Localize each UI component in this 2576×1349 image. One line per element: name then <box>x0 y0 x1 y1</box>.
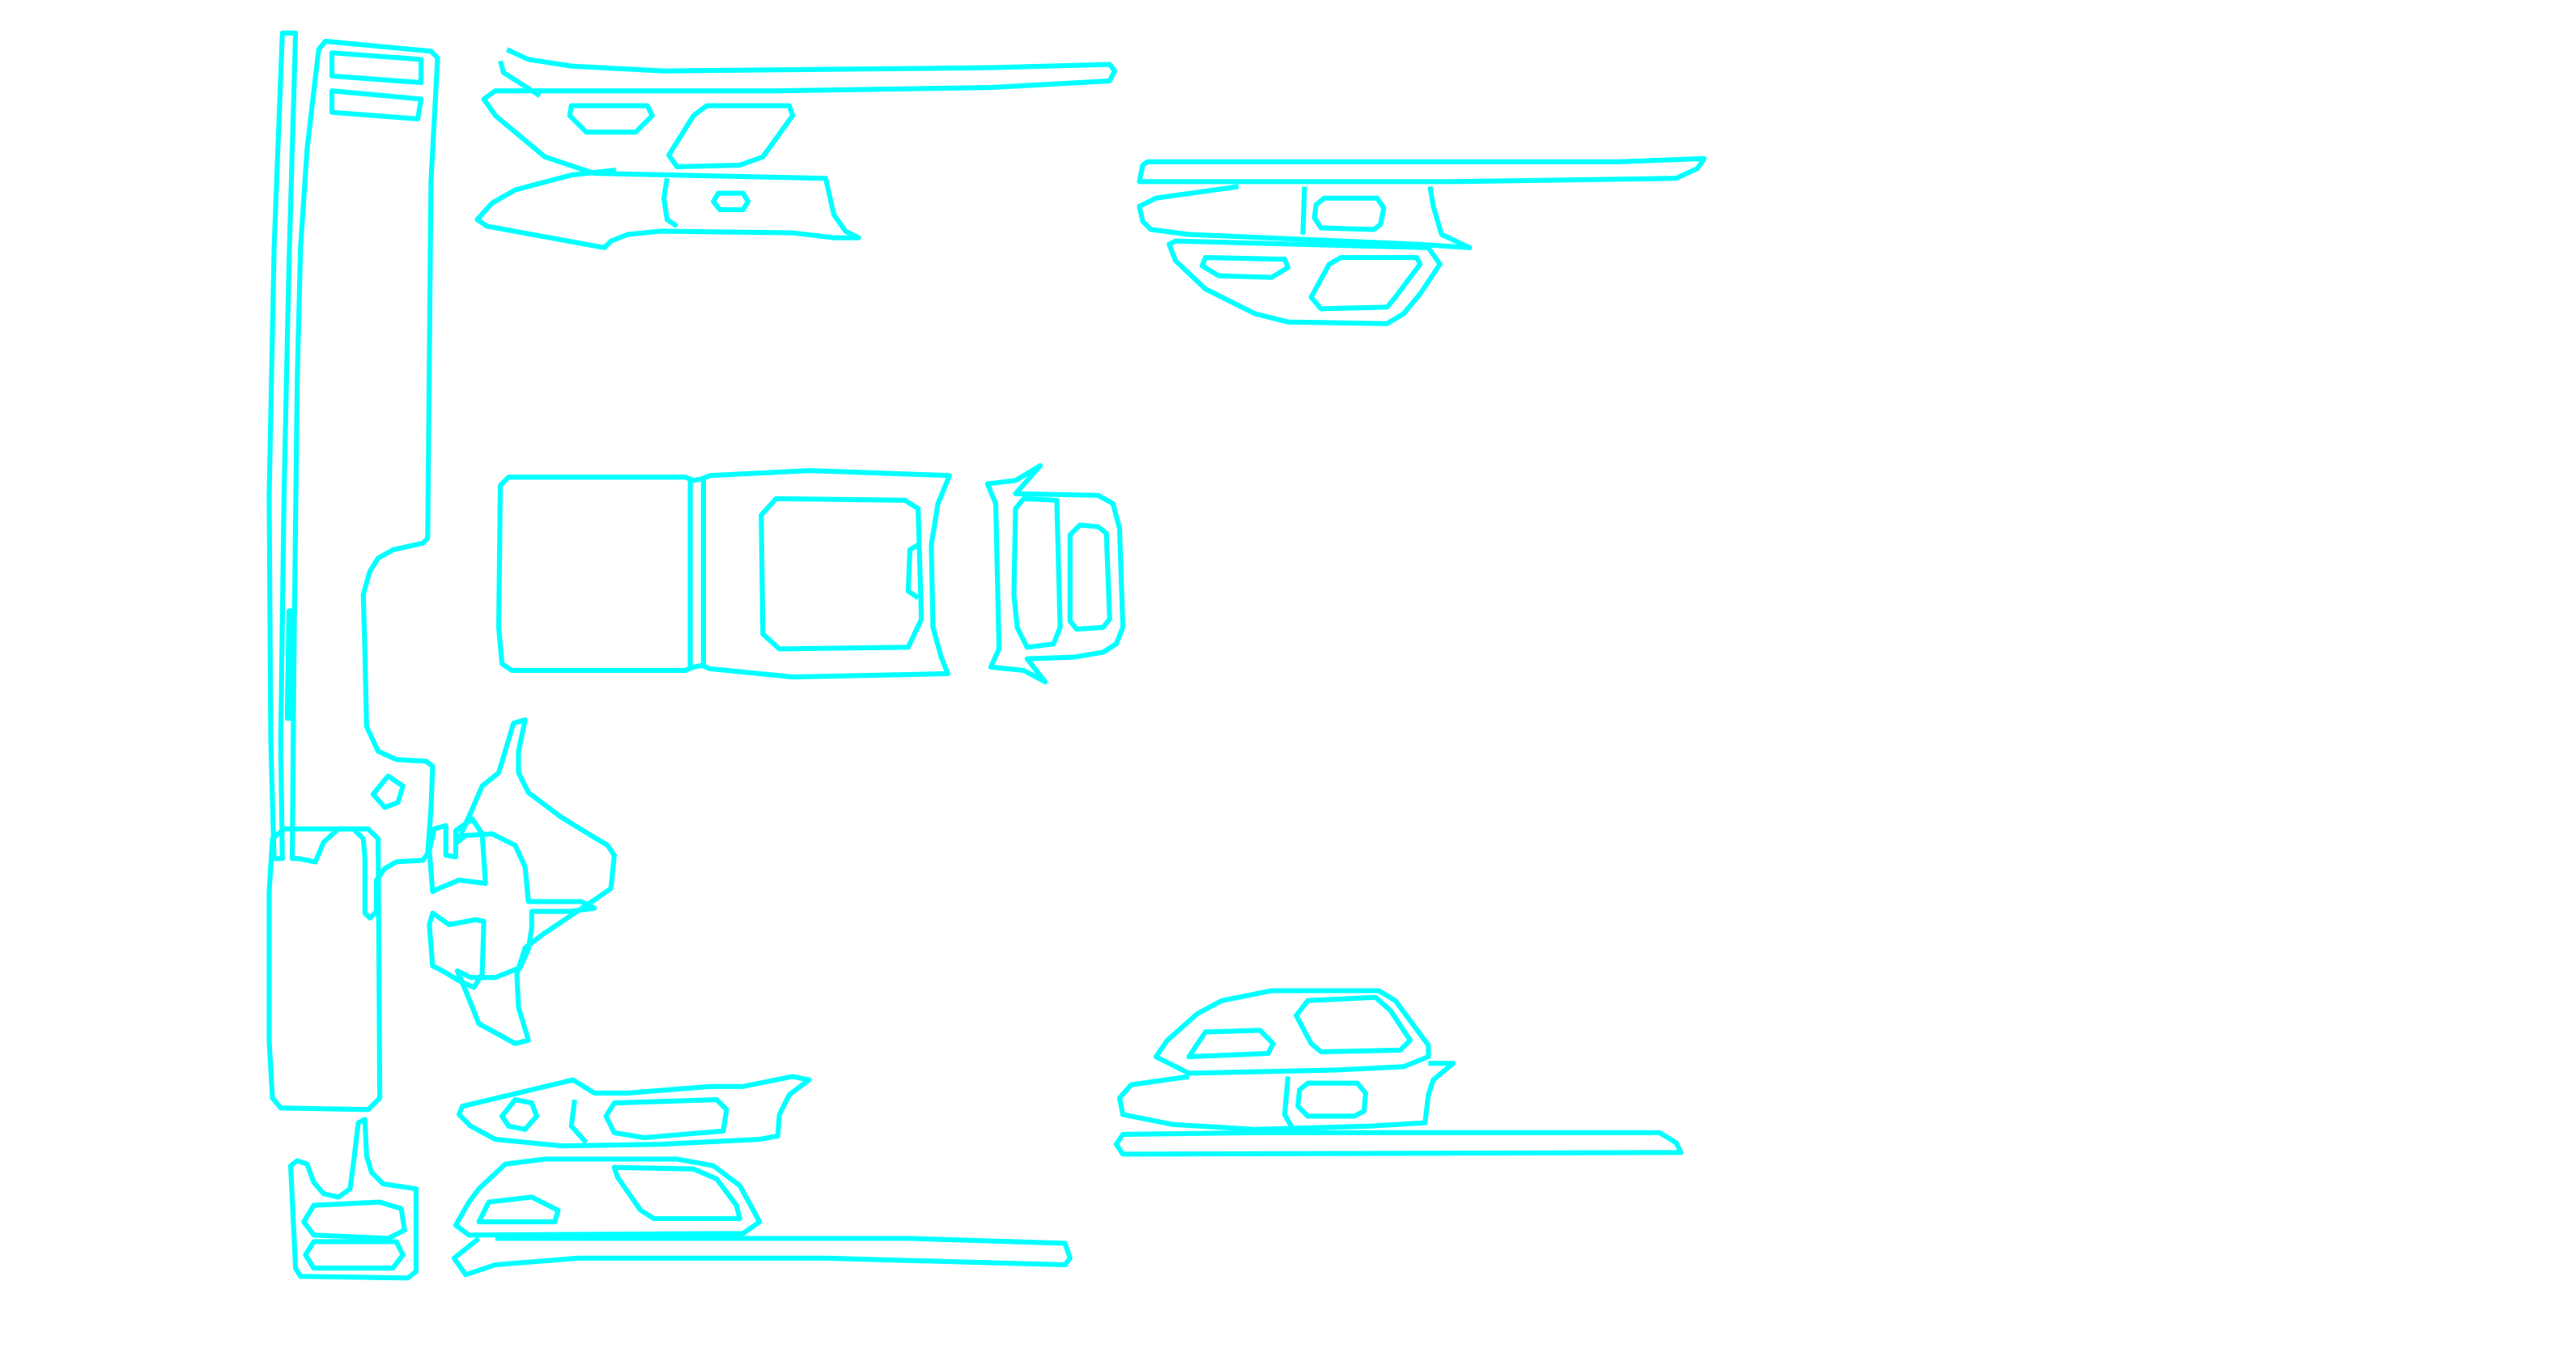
front-view-small <box>427 717 617 1046</box>
bottom-panel-left <box>266 826 383 1113</box>
cab-view-bottom-right <box>1113 988 1684 1157</box>
cab-view-top-left <box>474 47 1117 250</box>
truck-top-view <box>495 468 952 680</box>
rear-view <box>984 462 1126 685</box>
cab-view-bottom-left <box>451 1074 1073 1278</box>
side-panel-left <box>266 30 440 921</box>
cab-view-top-right <box>1137 155 1707 326</box>
small-panel-bottom-left <box>287 1117 419 1281</box>
